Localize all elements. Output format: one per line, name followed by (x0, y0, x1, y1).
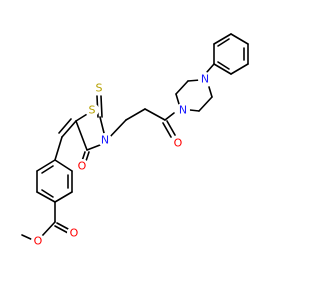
phenyl-ring (213, 33, 249, 75)
bond (54, 191, 73, 203)
atom-oxygen-ester-ether: O (31, 234, 45, 248)
bond (230, 33, 249, 45)
bond (213, 33, 232, 45)
bond (175, 93, 180, 105)
bond (164, 112, 175, 121)
oxygen-label: O (70, 227, 79, 240)
bond (56, 222, 71, 231)
benzoate-ring (36, 159, 73, 203)
bond-inner (41, 165, 54, 174)
sulfur-label: S (96, 82, 103, 95)
atom-oxygen-ester-carbonyl: O (67, 226, 81, 240)
bond (61, 120, 77, 138)
atom-nitrogen-acyl: N (176, 103, 190, 117)
oxygen-label: O (78, 160, 87, 173)
bond (206, 63, 215, 73)
atom-sulfur-ring: S (85, 103, 99, 117)
bond (187, 79, 201, 82)
nitrogen-label: N (201, 73, 209, 86)
bond (21, 234, 34, 241)
bond (230, 63, 249, 75)
bond (175, 80, 189, 95)
structure-canvas: S S N O O N N O (21, 33, 249, 248)
propanoyl-chain (106, 108, 176, 141)
bond-inner (41, 189, 54, 198)
molecule-diagram: S S N O O N N O (21, 33, 249, 248)
methyl-ester (21, 201, 71, 241)
bond (198, 96, 213, 112)
bond (208, 86, 213, 98)
bond-inner (217, 61, 230, 70)
piperazine-ring (175, 79, 213, 112)
atom-nitrogen-phenyl: N (198, 72, 212, 86)
atom-sulfur-thione: S (92, 81, 106, 95)
bond (75, 120, 88, 151)
oxygen-label: O (174, 137, 183, 150)
bond (54, 159, 73, 172)
bond (54, 225, 69, 234)
sulfur-label: S (89, 104, 96, 117)
bond (166, 120, 176, 136)
bond (99, 116, 105, 134)
bond (86, 144, 101, 151)
bond (125, 108, 146, 121)
bond (36, 191, 56, 203)
bond (85, 151, 90, 162)
atom-oxygen-ring: O (75, 159, 89, 173)
oxygen-label: O (34, 235, 43, 248)
bond (58, 118, 72, 134)
bond (189, 109, 200, 112)
nitrogen-label: N (101, 134, 109, 147)
bond (162, 122, 172, 138)
nitrogen-label: N (179, 104, 187, 117)
bond (100, 95, 103, 118)
bond (54, 136, 63, 161)
bond-inner (217, 38, 230, 47)
bond (41, 221, 56, 237)
atom-nitrogen-ring: N (98, 133, 112, 147)
bond (213, 63, 232, 75)
bond (36, 159, 56, 172)
atom-oxygen-amide: O (171, 136, 185, 150)
bond (144, 108, 166, 121)
